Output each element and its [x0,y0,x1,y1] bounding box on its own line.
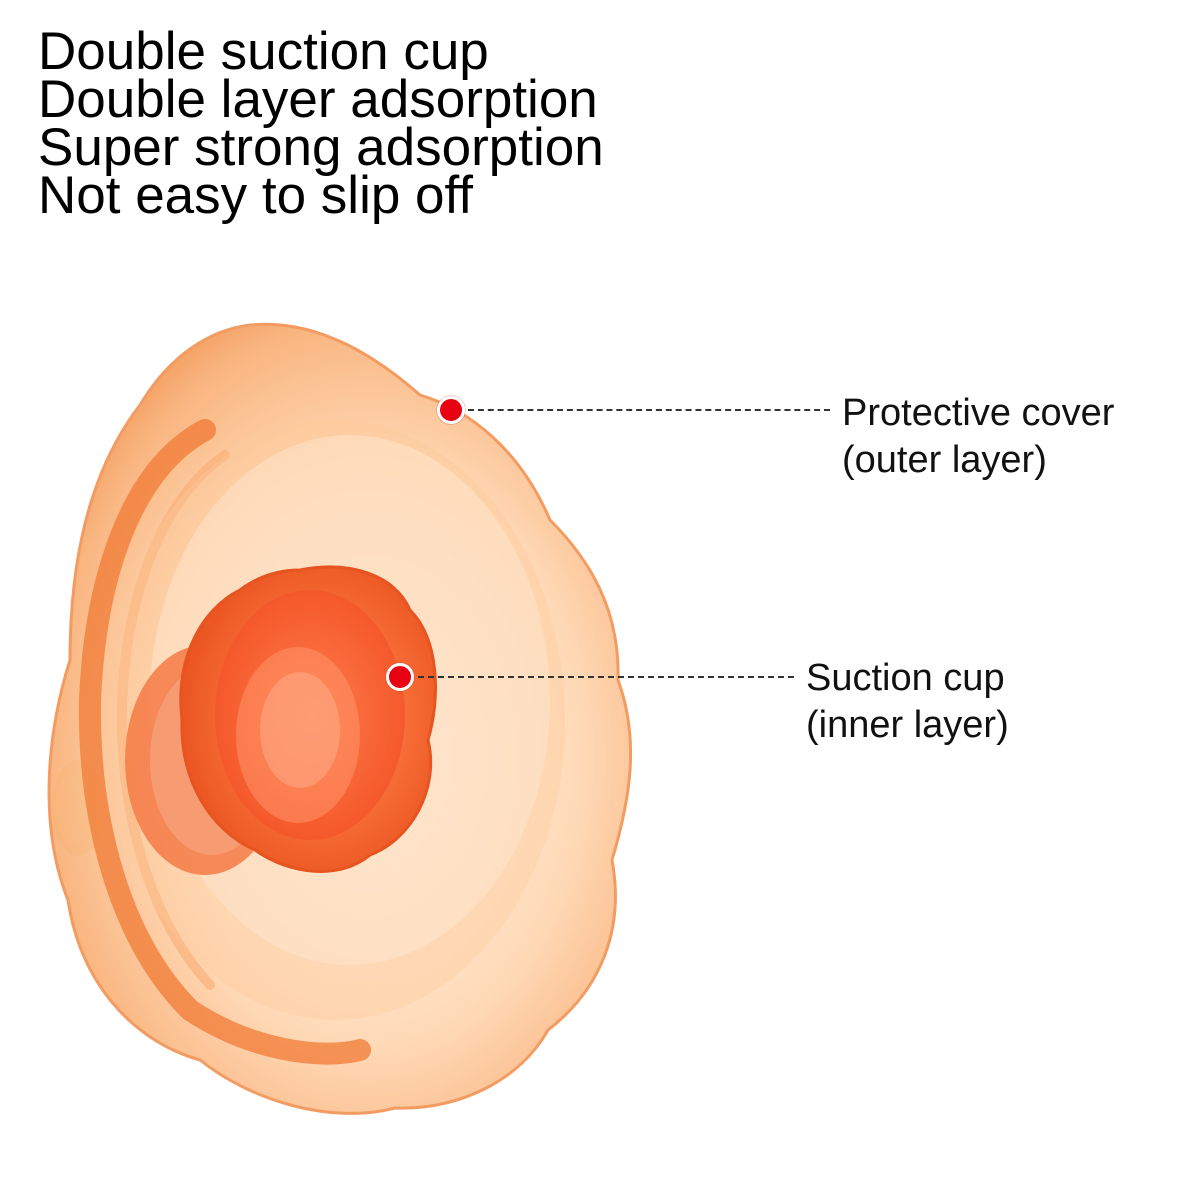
inner-layer-marker [386,663,414,691]
outer-layer-subtitle: (outer layer) [842,439,1047,481]
inner-suction-cup [125,565,437,875]
headline: Double suction cup Double layer adsorpti… [38,22,798,225]
inner-layer-subtitle: (inner layer) [806,704,1009,746]
headline-line-3: Super strong adsorption [38,118,604,177]
suction-cup-illustration [47,322,633,1115]
outer-layer-marker [437,396,465,424]
outer-layer-label: Protective cover (outer layer) [842,390,1114,484]
inner-layer-leader-line [418,676,794,678]
headline-line-1: Double suction cup [38,22,489,81]
outer-layer-title: Protective cover [842,392,1115,434]
headline-line-2: Double layer adsorption [38,70,598,129]
inner-layer-label: Suction cup (inner layer) [806,655,1009,749]
headline-line-4: Not easy to slip off [38,166,474,225]
outer-layer-leader-line [468,409,830,411]
inner-layer-title: Suction cup [806,657,1005,699]
